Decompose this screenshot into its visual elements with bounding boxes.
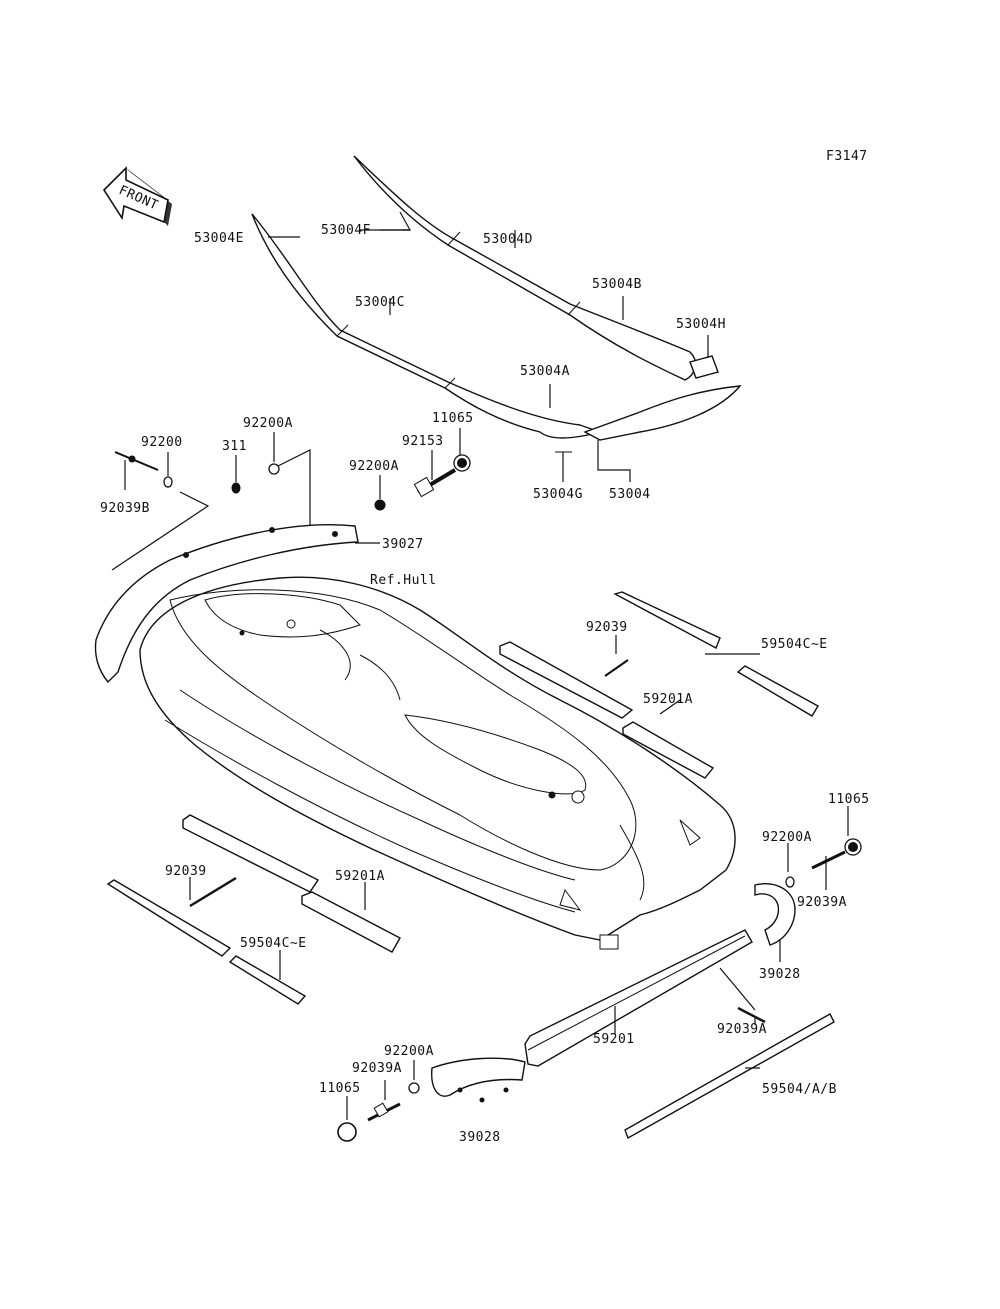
strake-59504AB [624,1013,835,1140]
leader-lines-bottom [346,1006,760,1120]
label-11065-right: 11065 [828,792,870,807]
label-92200: 92200 [141,435,183,450]
rails-left [106,814,401,1005]
label-53004: 53004 [609,487,651,502]
label-59504CE-right: 59504C~E [761,637,828,652]
label-59201A-left: 59201A [335,869,385,884]
label-92200A-mid: 92200A [349,459,399,474]
label-92200A-top: 92200A [243,416,293,431]
leader-lines-left [189,877,366,980]
cap-11065-top [453,454,471,472]
label-92200A-bottom: 92200A [384,1044,434,1059]
rail-59201A-left [301,891,401,953]
rail-92039-left-upper [182,814,320,893]
bolt-92039-right [604,659,629,677]
rail-59201 [524,929,753,1067]
label-311: 311 [222,439,247,454]
label-92153: 92153 [402,434,444,449]
strake-59504CE-left [106,879,232,957]
label-53004C: 53004C [355,295,405,310]
cover-39027 [94,523,359,684]
label-11065-top: 11065 [432,411,474,426]
bolt-92039A-bottom [737,1006,766,1024]
label-53004B: 53004B [592,277,642,292]
leader-lines-right [615,635,849,1011]
label-39028-bottom: 39028 [459,1130,501,1145]
label-53004G: 53004G [533,487,583,502]
deck-pad-53004 [583,385,742,441]
label-53004D: 53004D [483,232,533,247]
label-59504AB: 59504/A/B [762,1082,837,1097]
deck-pad-group [251,155,742,453]
label-92039A-bottom: 92039A [717,1022,767,1037]
label-92039-left: 92039 [165,864,207,879]
cap-11065-bottom [337,1122,357,1142]
washer-92200A-bottom [408,1082,420,1094]
ref-hull-label: Ref.Hull [370,573,437,588]
rails-bottom [337,929,835,1142]
label-11065-bottom: 11065 [319,1081,361,1096]
deck-pad-53004F [353,155,697,381]
hardware-upper-left [114,451,471,511]
rails-right [499,591,819,779]
washer-92200A-right [785,876,795,888]
label-92039-right: 92039 [586,620,628,635]
washer-92200A-mid [374,499,386,511]
deck-pad-53004H [689,355,719,379]
bolt-92039-left [189,876,237,908]
hardware-right [754,838,862,946]
cover-39028-right [754,883,796,946]
label-39028-right: 39028 [759,967,801,982]
cover-39028-bottom [431,1057,526,1097]
bolt-92039A-left [367,1102,401,1122]
leader-lines-upper-left [111,428,461,571]
deck-pad-53004E [251,213,603,439]
label-53004H: 53004H [676,317,726,332]
label-53004E: 53004E [194,231,244,246]
label-53004F: 53004F [321,223,371,238]
bolt-92039B [114,451,159,471]
strake-59504CE-left-lower [228,955,307,1005]
front-arrow-icon: FRONT [102,166,172,226]
label-59504CE-left: 59504C~E [240,936,307,951]
label-59201: 59201 [593,1032,635,1047]
label-39027: 39027 [382,537,424,552]
label-92039A-left: 92039A [352,1061,402,1076]
hull-reference [139,576,736,950]
washer-92200 [163,476,173,488]
label-59201A-right: 59201A [643,692,693,707]
leader-lines-deck [268,211,709,482]
cap-11065-right [844,838,862,856]
label-92039A-right: 92039A [797,895,847,910]
bolt-92153 [413,468,457,498]
label-92039B: 92039B [100,501,150,516]
rail-59201A-right [622,721,715,779]
label-53004A: 53004A [520,364,570,379]
rail-59201A-right-upper [499,641,634,719]
washer-92200A-top [268,463,280,475]
figure-code: F3147 [826,149,868,164]
bolt-92039A-right [811,850,846,870]
nut-311 [231,482,241,494]
label-92200A-right: 92200A [762,830,812,845]
strake-59504CE-right [613,591,721,649]
